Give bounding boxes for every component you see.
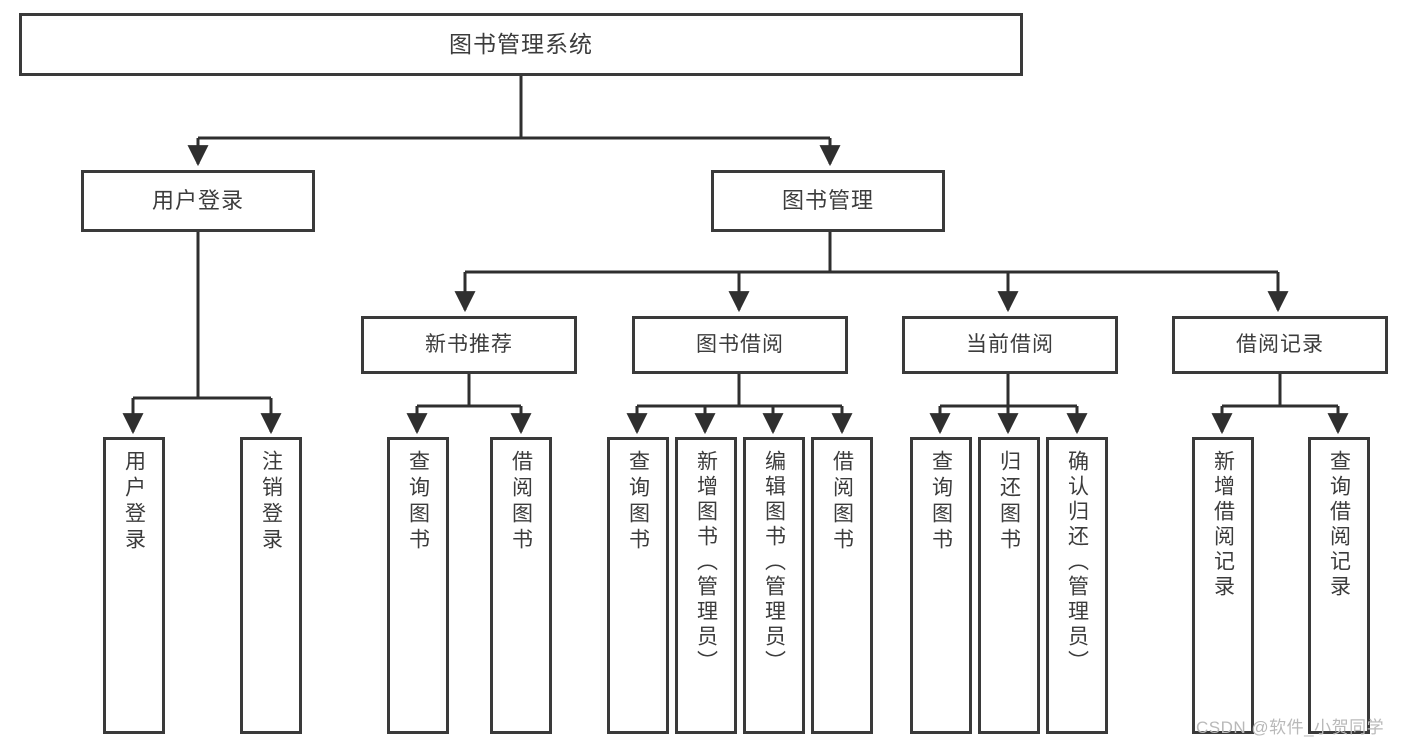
node-label: 确认归还（管理员） xyxy=(1065,450,1089,675)
node-label: 借阅图书 xyxy=(830,450,854,554)
node-label: 图书管理系统 xyxy=(449,31,593,58)
node-label: 新增图书（管理员） xyxy=(694,450,718,675)
node-borrow-record[interactable]: 借阅记录 xyxy=(1172,316,1388,374)
leaf-user-login-login[interactable]: 用户登录 xyxy=(103,437,165,734)
leaf-current-borrow-confirm-return[interactable]: 确认归还（管理员） xyxy=(1046,437,1108,734)
leaf-book-borrow-query[interactable]: 查询图书 xyxy=(607,437,669,734)
node-current-borrow[interactable]: 当前借阅 xyxy=(902,316,1118,374)
leaf-user-login-logout[interactable]: 注销登录 xyxy=(240,437,302,734)
leaf-book-borrow-borrow[interactable]: 借阅图书 xyxy=(811,437,873,734)
leaf-current-borrow-return[interactable]: 归还图书 xyxy=(978,437,1040,734)
leaf-new-book-borrow[interactable]: 借阅图书 xyxy=(490,437,552,734)
node-root-system[interactable]: 图书管理系统 xyxy=(19,13,1023,76)
node-label: 用户登录 xyxy=(151,188,244,214)
leaf-book-borrow-edit[interactable]: 编辑图书（管理员） xyxy=(743,437,805,734)
leaf-borrow-record-query[interactable]: 查询借阅记录 xyxy=(1308,437,1370,734)
node-label: 查询图书 xyxy=(626,450,650,554)
node-label: 借阅图书 xyxy=(509,450,533,554)
node-label: 注销登录 xyxy=(259,450,283,554)
node-label: 当前借阅 xyxy=(966,332,1054,356)
node-label: 借阅记录 xyxy=(1236,332,1324,356)
leaf-book-borrow-add[interactable]: 新增图书（管理员） xyxy=(675,437,737,734)
leaf-borrow-record-add[interactable]: 新增借阅记录 xyxy=(1192,437,1254,734)
node-label: 图书管理 xyxy=(781,188,874,214)
node-user-login[interactable]: 用户登录 xyxy=(81,170,315,232)
node-label: 归还图书 xyxy=(997,450,1021,554)
node-book-borrow[interactable]: 图书借阅 xyxy=(632,316,848,374)
node-label: 查询图书 xyxy=(406,450,430,554)
node-label: 用户登录 xyxy=(122,450,146,554)
leaf-new-book-query[interactable]: 查询图书 xyxy=(387,437,449,734)
node-label: 新书推荐 xyxy=(425,332,513,356)
node-label: 查询借阅记录 xyxy=(1327,450,1351,600)
node-label: 图书借阅 xyxy=(696,332,784,356)
node-new-book-recommend[interactable]: 新书推荐 xyxy=(361,316,577,374)
node-label: 新增借阅记录 xyxy=(1211,450,1235,600)
leaf-current-borrow-query[interactable]: 查询图书 xyxy=(910,437,972,734)
node-label: 查询图书 xyxy=(929,450,953,554)
node-label: 编辑图书（管理员） xyxy=(762,450,786,675)
node-book-management[interactable]: 图书管理 xyxy=(711,170,945,232)
